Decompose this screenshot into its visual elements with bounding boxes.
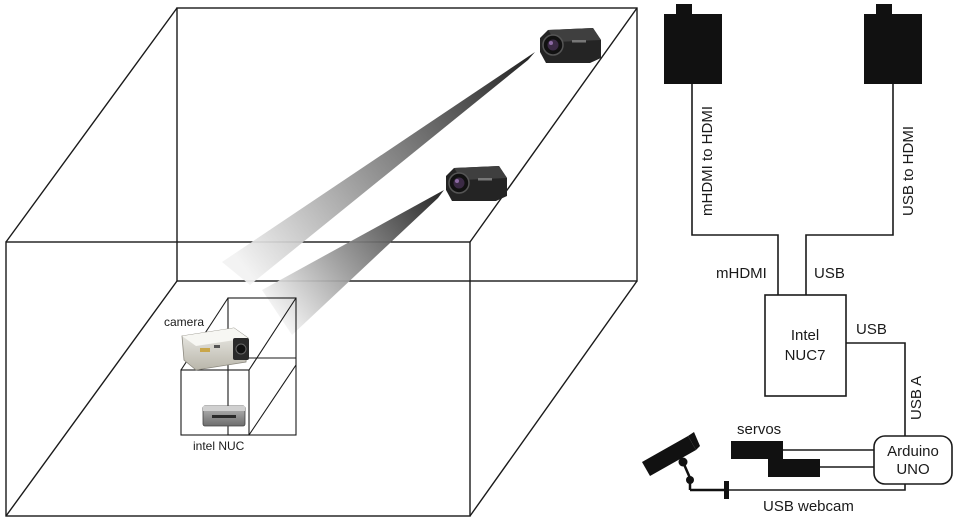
nuc-box-line1: Intel xyxy=(791,327,819,344)
cable-mhdmi xyxy=(691,84,779,295)
room-edge-bottom-left xyxy=(5,280,178,517)
servo-2 xyxy=(768,459,820,477)
webcam-icon xyxy=(642,432,729,499)
nuc-device xyxy=(202,405,246,427)
cable-usb-hdmi xyxy=(805,84,894,295)
nuc-box xyxy=(764,294,847,397)
servos-label: servos xyxy=(737,421,781,438)
usb-a-label: USB A xyxy=(908,376,925,420)
camera-device xyxy=(181,327,249,371)
cabinet-back xyxy=(227,297,297,436)
servo-1 xyxy=(731,441,783,459)
cable-usb-a xyxy=(846,342,906,436)
projector-upper xyxy=(540,28,601,63)
projection-beam-upper xyxy=(222,52,535,285)
arduino-box xyxy=(873,435,953,485)
cable-right-label: USB to HDMI xyxy=(900,126,917,216)
room-front-face xyxy=(5,241,471,517)
port-mhdmi-label: mHDMI xyxy=(716,265,767,282)
room-wireframe xyxy=(5,7,638,517)
projector-lower xyxy=(446,166,507,201)
port-usb-right-label: USB xyxy=(856,321,887,338)
room-edge-top-left xyxy=(5,7,178,243)
port-usb-top-label: USB xyxy=(814,265,845,282)
nuc-label: intel NUC xyxy=(193,439,245,453)
cable-left-label: mHDMI to HDMI xyxy=(699,106,716,216)
nuc-box-line2: NUC7 xyxy=(785,347,826,364)
room-edge-bottom-right xyxy=(469,280,638,517)
cable-usb-webcam xyxy=(729,484,906,491)
projector-block-right xyxy=(864,4,922,84)
projector-block-left xyxy=(664,4,722,84)
room-back-wall xyxy=(176,7,638,282)
arduino-box-line2: UNO xyxy=(896,461,929,478)
projection-beam-lower xyxy=(262,190,444,335)
arduino-box-line1: Arduino xyxy=(887,443,939,460)
webcam-label: USB webcam xyxy=(763,498,854,515)
camera-label: camera xyxy=(164,315,204,329)
room-edge-top-right xyxy=(469,7,638,243)
